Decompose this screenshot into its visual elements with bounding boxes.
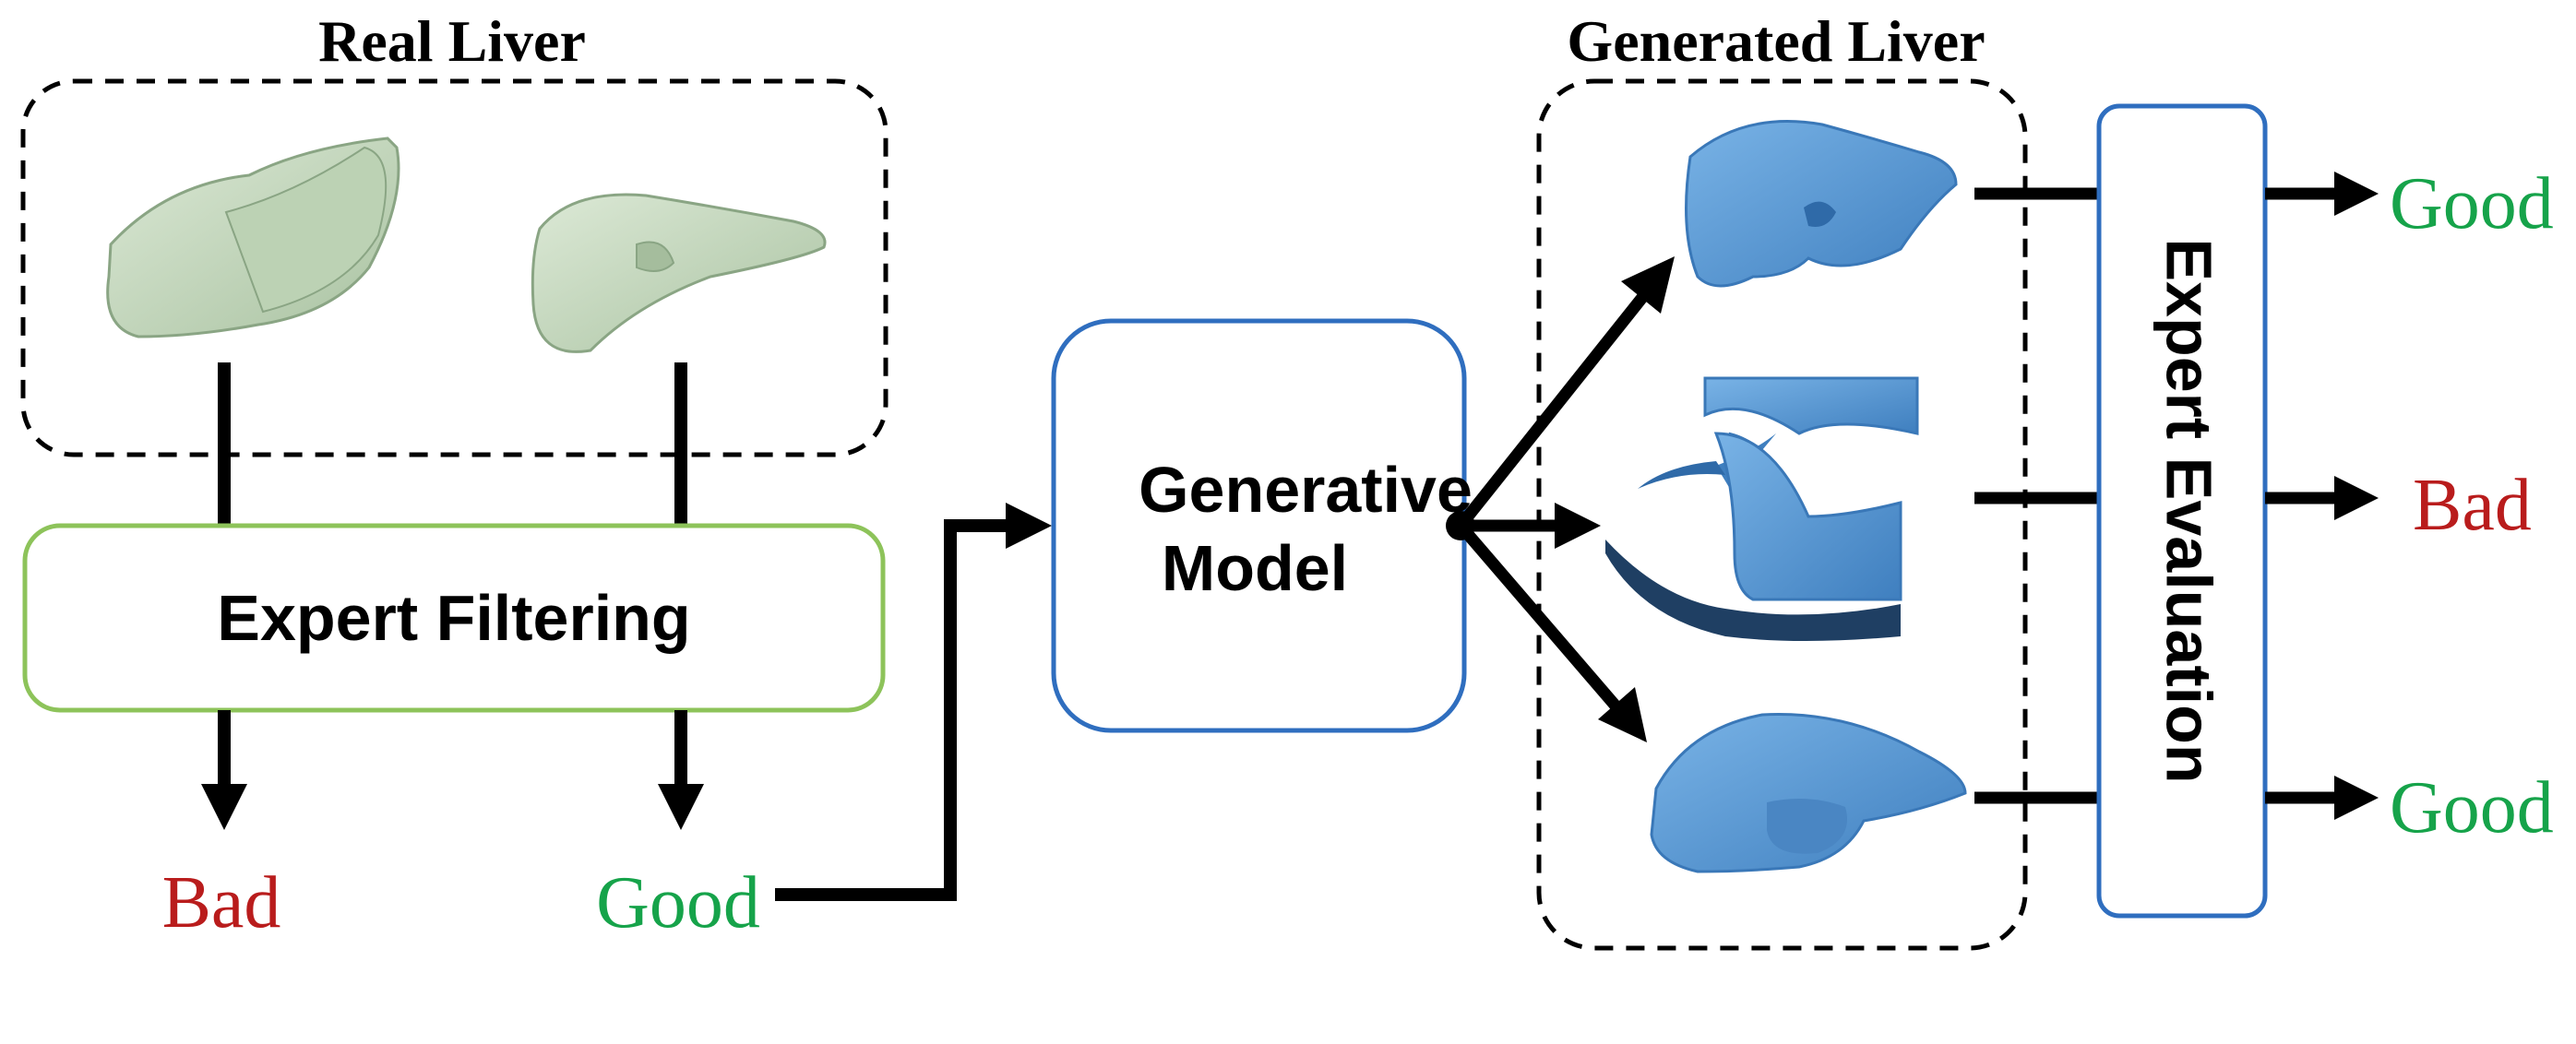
generative-model-label-line2: Model <box>1162 532 1348 604</box>
real-liver-2-icon <box>531 193 827 353</box>
eval-outcome-good-bottom: Good <box>2390 767 2554 848</box>
arrow-eval-good-bottom <box>2265 776 2379 820</box>
arrow-filter-bad <box>201 710 247 830</box>
filter-outcome-bad: Bad <box>162 862 281 943</box>
real-liver-1-icon <box>106 136 400 338</box>
arrow-to-gen-2 <box>1461 503 1601 549</box>
generative-model-box <box>1051 318 1467 733</box>
eval-outcome-bad: Bad <box>2413 465 2532 546</box>
arrow-good-to-model <box>775 503 1052 901</box>
arrow-to-gen-1 <box>1455 256 1675 530</box>
eval-outcome-good-top: Good <box>2390 163 2554 244</box>
real-liver-group <box>20 78 888 457</box>
generative-model-label-line1: Generative <box>1139 454 1473 526</box>
generated-liver-2-broken-icon <box>1605 376 1919 641</box>
generated-liver-group <box>1536 78 2028 951</box>
generated-liver-3-icon <box>1650 713 1967 873</box>
arrow-eval-bad <box>2265 476 2379 520</box>
generated-liver-1-icon <box>1685 120 1958 288</box>
expert-evaluation-box <box>2096 103 2268 919</box>
real-liver-title: Real Liver <box>318 8 586 74</box>
expert-filtering-label: Expert Filtering <box>217 582 690 654</box>
expert-filtering-box <box>22 523 886 713</box>
arrow-filter-good <box>658 710 704 830</box>
filter-outcome-good: Good <box>596 862 760 943</box>
arrow-eval-good-top <box>2265 172 2379 216</box>
expert-evaluation-label: Expert Evaluation <box>2153 238 2225 783</box>
generated-liver-title: Generated Liver <box>1567 8 1985 74</box>
